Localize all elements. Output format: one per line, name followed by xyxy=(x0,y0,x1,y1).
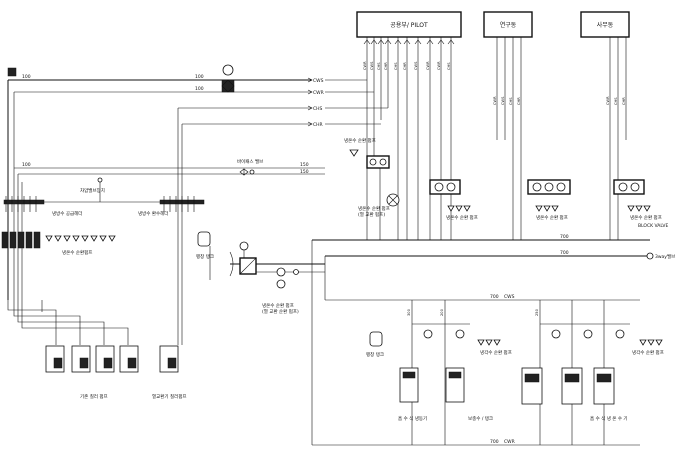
riser-label: CHS xyxy=(377,62,381,70)
valve-icon-top-left xyxy=(7,67,17,77)
pipe-tag: CHS xyxy=(313,106,323,112)
chiller-label: 흡 수 식 냉동기 xyxy=(398,415,427,422)
riser-label: CHR xyxy=(517,97,521,105)
equipment-label: 냉온수 순환 펌프 xyxy=(262,302,294,309)
pump-label: 냉온수 순환 펌프 xyxy=(446,214,478,221)
pump-label: 냉각수 순환 펌프 xyxy=(632,349,664,356)
pipe-size-label: 300 xyxy=(407,308,411,316)
distribution-mains: 700 700 3way밸브 xyxy=(311,234,675,445)
pipe-size-label: 100 xyxy=(195,74,204,80)
riser-label: CWR xyxy=(606,96,610,105)
chiller-unit xyxy=(71,345,91,373)
expansion-tank-right: 팽창 탱크 xyxy=(366,331,384,358)
riser-label: CHR xyxy=(403,62,407,70)
valve-label: BLOCK VALVE xyxy=(638,223,668,229)
pipe-tag: CWS xyxy=(313,78,324,84)
pump-label: 냉온수 순환 펌프 xyxy=(344,137,376,144)
pipe-tag: CHR xyxy=(313,122,323,128)
valve-label: 3way밸브 xyxy=(655,253,675,260)
riser-label: CWS xyxy=(501,96,505,105)
pipe-tag: CWS xyxy=(504,294,515,300)
riser-label: CWR xyxy=(363,61,367,70)
pipe-size-label: 700 xyxy=(560,234,569,240)
header-bars: 냉방수 공급헤더 냉방수 환수헤더 차압밸브장치 xyxy=(3,177,205,217)
riser-label: CWR xyxy=(426,61,430,70)
plant-mains: 700 CWS 700 CWR 300 200 250 xyxy=(312,294,640,446)
pipe-size-label: 700 xyxy=(490,294,499,300)
riser-label: CHS xyxy=(394,62,398,70)
lab-risers: CWR CWS CHS CHR xyxy=(493,37,522,240)
riser-label: CHS xyxy=(614,97,618,105)
left-header-lines: 100 150 150 xyxy=(14,162,325,300)
absorption-chillers-right: 흡 수 식 냉 온 수 기 xyxy=(521,367,628,422)
chiller-label: 흡 수 식 냉 온 수 기 xyxy=(590,415,628,422)
expansion-tank-left: 팽창 탱크 xyxy=(196,231,214,260)
chiller-units-left: 기존 칠러 펌프 열교환기 칠러펌프 xyxy=(45,345,187,400)
chiller-label: 열교환기 칠러펌프 xyxy=(152,393,187,400)
pump-label: 냉온수 순환 펌프 xyxy=(630,214,662,221)
pipe-size-label: 200 xyxy=(440,308,444,316)
pipe-size-label: 100 xyxy=(22,162,31,168)
chiller-unit xyxy=(119,345,139,373)
pipe-size-label: 100 xyxy=(22,74,31,80)
equipment-label: (열 교환 순환 펌프) xyxy=(262,308,299,315)
pipe-size-label: 150 xyxy=(300,162,309,168)
bypass-valve: 바이패스 밸브 xyxy=(237,158,263,176)
office-risers: CWR CHS CHR xyxy=(606,37,627,240)
chiller-unit xyxy=(159,345,179,373)
pump-group-left: 냉온수 순환펌프 xyxy=(45,235,116,256)
building-lab: 연구동 xyxy=(483,11,533,38)
building-main: 공용부/ PILOT xyxy=(356,11,462,38)
pilot-pump-station: 냉온수 순환 펌프 냉온수 순환 펌프 (열 교환 펌프) xyxy=(344,137,400,240)
pipe-size-label: 250 xyxy=(535,308,539,316)
pump-label: 냉각수 순환 펌프 xyxy=(480,349,512,356)
chiller-label: 기존 칠러 펌프 xyxy=(80,393,108,400)
building-lab-label: 연구동 xyxy=(500,21,517,29)
riser-label: CHS xyxy=(509,97,513,105)
tank-label: 팽창 탱크 xyxy=(366,351,384,358)
tank-label: 팽창 탱크 xyxy=(196,253,214,260)
lab-pump-station: 냉온수 순환 펌프 냉온수 순환 펌프 xyxy=(429,179,571,221)
header-label: 냉방수 환수헤더 xyxy=(138,210,168,217)
building-office-label: 사무동 xyxy=(597,21,614,29)
riser-label: CWS xyxy=(414,61,418,70)
pipe-tag: CWR xyxy=(504,439,515,445)
pump-group-label: 냉온수 순환펌프 xyxy=(62,249,92,256)
valve-label: 차압밸브장치 xyxy=(80,187,105,194)
pipe-size-label: 150 xyxy=(300,169,309,175)
tower-pumps: 냉각수 순환 펌프 냉각수 순환 펌프 xyxy=(477,339,664,356)
pump-label: 냉온수 순환 펌프 xyxy=(358,205,390,212)
absorption-chillers-left: 흡 수 식 냉동기 보충수 / 탱크 xyxy=(398,367,493,422)
equipment-label: 보충수 / 탱크 xyxy=(468,415,493,422)
chiller-feed-lines xyxy=(7,200,211,345)
building-main-label: 공용부/ PILOT xyxy=(390,22,428,29)
pipe-size-label: 700 xyxy=(490,439,499,445)
chiller-unit xyxy=(95,345,115,373)
left-valve-cluster xyxy=(1,231,41,249)
riser-label: CWR xyxy=(493,96,497,105)
top-mains: 100 100 100 CWS CWR CHS CHR xyxy=(7,74,388,300)
cooling-tower-icon xyxy=(221,64,235,93)
building-office: 사무동 xyxy=(580,11,630,38)
header-label: 냉방수 공급헤더 xyxy=(52,210,82,217)
pipe-size-label: 100 xyxy=(195,86,204,92)
pipe-size-label: 700 xyxy=(560,250,569,256)
valve-label: 바이패스 밸브 xyxy=(237,158,263,165)
riser-label: CHR xyxy=(622,97,626,105)
main-riser-labels: CWR CWS CHS CHR CHS CHR CWS CWR CWR CHS xyxy=(363,61,451,70)
riser-label: CHR xyxy=(384,62,388,70)
office-pump-station: 냉온수 순환 펌프 BLOCK VALVE xyxy=(613,179,668,229)
riser-label: CHS xyxy=(447,62,451,70)
riser-label: CWR xyxy=(437,61,441,70)
pump-label: (열 교환 펌프) xyxy=(358,211,385,218)
pump-label: 냉온수 순환 펌프 xyxy=(536,214,568,221)
chiller-unit xyxy=(45,345,65,373)
pipe-tag: CWR xyxy=(313,90,324,96)
riser-label: CWS xyxy=(370,61,374,70)
central-pump-assembly: 냉온수 순환 펌프 (열 교환 순환 펌프) xyxy=(229,241,325,315)
